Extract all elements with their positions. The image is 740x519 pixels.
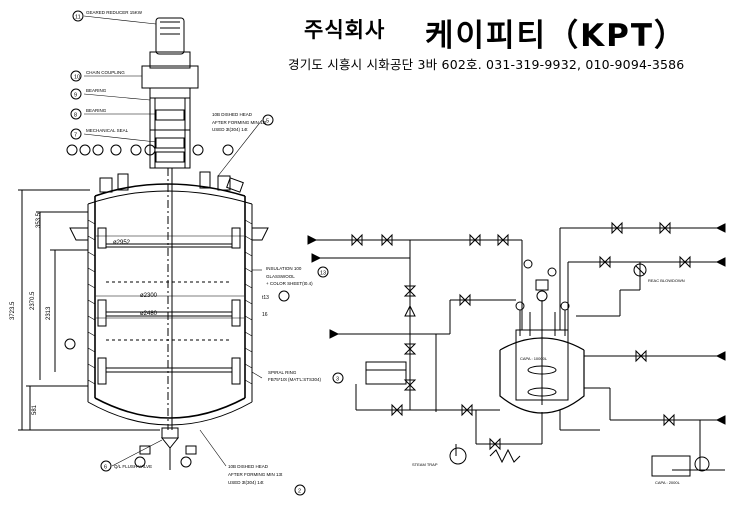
callout-sub-3: GLASSWOOL <box>266 274 295 279</box>
pid-label-blowdown: REAC BLOWDOWN <box>648 278 685 283</box>
thk-1: t13 <box>262 295 269 301</box>
pid-diagram <box>307 221 726 477</box>
reactor-vessel-section <box>18 10 344 496</box>
company-name: 케이피티（KPT） <box>425 18 687 54</box>
company-address: 경기도 시흥시 시화공단 3바 602호. 031-319-9932, 010-… <box>288 57 685 72</box>
callout-sub-5: FB75*10t (MAT'L:STS304) <box>268 377 322 382</box>
callout-text-3: SPIRAL RING <box>268 370 297 375</box>
pid-valves <box>351 221 691 451</box>
callout-text-5: 10B DISHED HEAD <box>212 112 253 117</box>
callout-text-6: Q/L FLUSH VALVE <box>114 464 152 469</box>
pressure-gauge-icon <box>633 263 647 277</box>
dia-label-3: ø2480 <box>140 311 158 317</box>
callout-num-10: 10 <box>74 75 80 81</box>
callout-text-10: CHAIN COUPLING <box>86 70 125 75</box>
pump-icon-right <box>694 456 710 472</box>
callout-num-11: 11 <box>75 15 81 21</box>
callout-sub-1: AFTER FORMING MIN 13t <box>212 120 267 125</box>
callout-num-13: 13 <box>320 271 326 277</box>
pid-small-tank-icon <box>651 455 691 477</box>
pump-icon <box>449 447 467 465</box>
dia-label-1: ø2952 <box>113 240 131 246</box>
dim-jacket: 2313 <box>46 306 52 320</box>
callout-num-3: 3 <box>336 377 339 383</box>
dim-bottom: 581 <box>32 404 38 415</box>
dim-overall: 3723.5 <box>10 301 16 320</box>
pid-label-trap: STEAM TRAP <box>412 462 438 467</box>
callout-text-9: BEARING <box>86 88 107 93</box>
callout-text-2: 10B DISHED HEAD <box>228 464 269 469</box>
callout-num-7: 7 <box>74 133 77 139</box>
thk-2: 16 <box>262 312 268 318</box>
callout-text-7: MECHANICAL SEAL <box>86 128 129 133</box>
callout-text-13: INSULATION 100 <box>266 266 302 271</box>
callout-sub-2: USED 3t(304) 14t <box>212 127 248 132</box>
callout-sub-6: AFTER FORMING MIN 13t <box>228 472 283 477</box>
callout-num-2: 2 <box>298 489 301 495</box>
callout-num-6: 6 <box>104 465 107 471</box>
company-prefix: 주식회사 <box>304 18 386 42</box>
callout-text-11: GEARED REDUCER 15KW <box>86 10 143 15</box>
callout-sub-7: USED 3t(304) 14t <box>228 480 264 485</box>
callout-num-9: 9 <box>74 93 77 99</box>
dim-shell: 2370.5 <box>30 291 36 310</box>
pid-label-tank: CAPA : 2000L <box>655 480 681 485</box>
bottom-head <box>94 397 246 419</box>
callout-num-5: 5 <box>266 119 269 125</box>
dia-label-2: ø2300 <box>140 293 158 299</box>
callout-sub-4: + COLOR SHEET(t0.4) <box>266 281 313 286</box>
callout-num-8: 8 <box>74 113 77 119</box>
pid-left-tank-icon <box>365 361 407 385</box>
pid-reactor-label: CAPA : 10000L <box>520 356 548 361</box>
motor-icon <box>155 17 185 55</box>
callout-text-8: BEARING <box>86 108 107 113</box>
dim-top: 353.5 <box>36 212 42 228</box>
drive-frame <box>149 97 191 169</box>
